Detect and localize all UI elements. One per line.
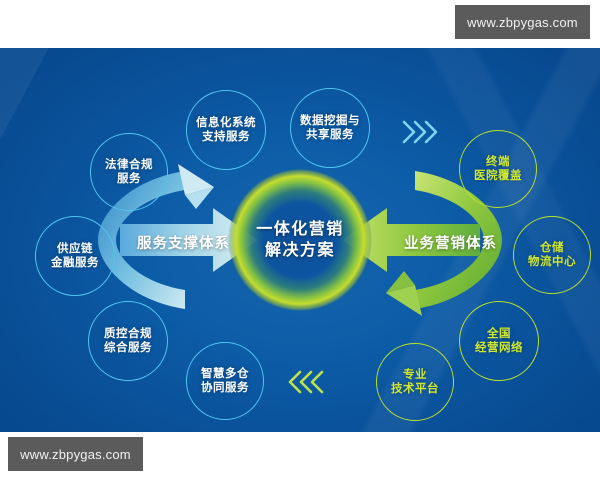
node-line-1: 专业 [403,368,427,381]
right-inward-arrow [342,208,480,272]
band-label-right: 业务营销体系 [404,236,497,252]
node-line-1: 终端 [486,155,510,168]
node-line-1: 法律合规 [105,158,153,171]
left-inward-arrow [120,208,258,272]
right-arc-arrow [386,171,502,316]
node-line-2: 经营网络 [475,342,523,354]
node-quality-compliance[interactable]: 质控合规 综合服务 [88,301,168,381]
node-legal-compliance[interactable]: 法律合规 服务 [90,133,168,211]
node-national-network[interactable]: 全国 经营网络 [459,301,539,381]
center-line-1: 一体化营销 [256,220,344,238]
node-line-2: 共享服务 [306,129,354,141]
node-line-2: 协同服务 [201,382,249,394]
node-line-1: 信息化系统 [196,116,256,129]
center-line-2: 解决方案 [264,242,335,259]
blue-diagram-panel: 服务支撑体系 业务营销体系 一体化营销 解决方案 信息化系统 支持服务 法律合规… [0,48,600,432]
node-line-1: 智慧多仓 [201,367,249,380]
node-line-1: 仓储 [540,241,564,254]
node-warehouse-logistics-center[interactable]: 仓储 物流中心 [513,216,591,294]
band-label-left: 服务支撑体系 [137,236,230,252]
node-line-2: 技术平台 [391,383,439,395]
node-line-1: 质控合规 [104,327,152,340]
watermark-top-right: www.zbpygas.com [455,5,590,39]
node-line-1: 全国 [487,327,511,340]
node-info-system[interactable]: 信息化系统 支持服务 [186,90,266,170]
node-terminal-hospital-coverage[interactable]: 终端 医院覆盖 [459,130,537,208]
node-professional-tech-platform[interactable]: 专业 技术平台 [376,343,454,421]
center-glow [228,168,372,312]
node-line-2: 支持服务 [202,131,250,143]
watermark-bottom-left: www.zbpygas.com [8,437,143,471]
node-line-2: 医院覆盖 [474,170,522,182]
node-supply-chain-finance[interactable]: 供应链 金融服务 [35,216,115,296]
node-line-2: 服务 [117,173,141,185]
node-line-2: 物流中心 [528,256,576,268]
node-smart-multi-warehouse[interactable]: 智慧多仓 协同服务 [186,342,264,420]
chevron-right-icon [402,120,438,144]
node-line-2: 综合服务 [104,342,152,354]
node-line-1: 供应链 [57,242,93,255]
diagram-graphics [98,120,502,394]
node-line-2: 金融服务 [51,257,99,269]
chevron-left-icon [288,370,324,394]
node-data-mining-sharing[interactable]: 数据挖掘与 共享服务 [290,88,370,168]
node-line-1: 数据挖掘与 [300,114,360,127]
center-core: 一体化营销 解决方案 [248,192,352,288]
